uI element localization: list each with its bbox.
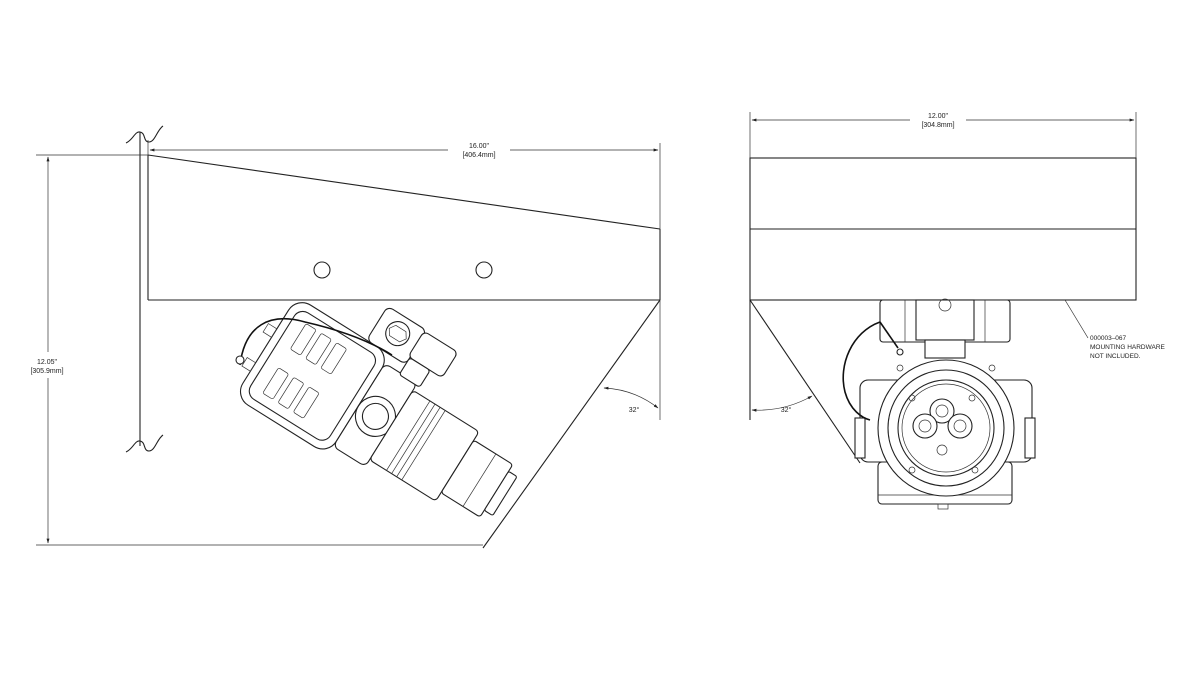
sensor-assembly-front (854, 298, 1036, 510)
dim-width-side: 16.00" [406.4mm] (147, 140, 661, 229)
dim-width-front: 12.00" [304.8mm] (749, 112, 1137, 158)
front-angled-support (749, 299, 861, 464)
dim-angle-front-label: 32° (781, 406, 792, 414)
bracket-slope-top (147, 154, 661, 230)
wall-break-bottom (125, 434, 164, 453)
mounting-hole-right (475, 261, 493, 279)
note-part-number: 000003–067 (1090, 335, 1127, 342)
dim-width-side-mm: [406.4mm] (462, 152, 495, 159)
ground-wire-side (239, 318, 393, 366)
dim-height-side-inches: 12.05" (37, 359, 58, 366)
dim-height-side-mm: [305.9mm] (30, 368, 63, 375)
dim-angle-side-label: 32° (629, 406, 640, 414)
mounting-hardware-note: 000003–067 MOUNTING HARDWARE NOT INCLUDE… (1064, 299, 1166, 360)
ground-wire-front (842, 321, 881, 421)
dim-width-front-inches: 12.00" (928, 113, 949, 120)
note-line-2: NOT INCLUDED. (1090, 353, 1141, 360)
note-line-1: MOUNTING HARDWARE (1090, 344, 1166, 351)
dim-width-front-mm: [304.8mm] (921, 122, 954, 129)
dim-angle-side: 32° (603, 300, 661, 420)
wall-break-top (125, 125, 164, 144)
dim-width-side-inches: 16.00" (469, 143, 490, 150)
angled-support-line (482, 299, 661, 549)
mounting-hole-left (313, 261, 331, 279)
dim-height-side: 12.05" [305.9mm] (30, 154, 483, 546)
sensor-assembly-side (239, 302, 517, 517)
front-view: 12.00" [304.8mm] 32° 000003–067 MOUNTING… (749, 112, 1166, 510)
dim-angle-front: 32° (751, 395, 813, 414)
side-view: 16.00" [406.4mm] 12.05" [305.9mm] 32° (30, 125, 661, 549)
